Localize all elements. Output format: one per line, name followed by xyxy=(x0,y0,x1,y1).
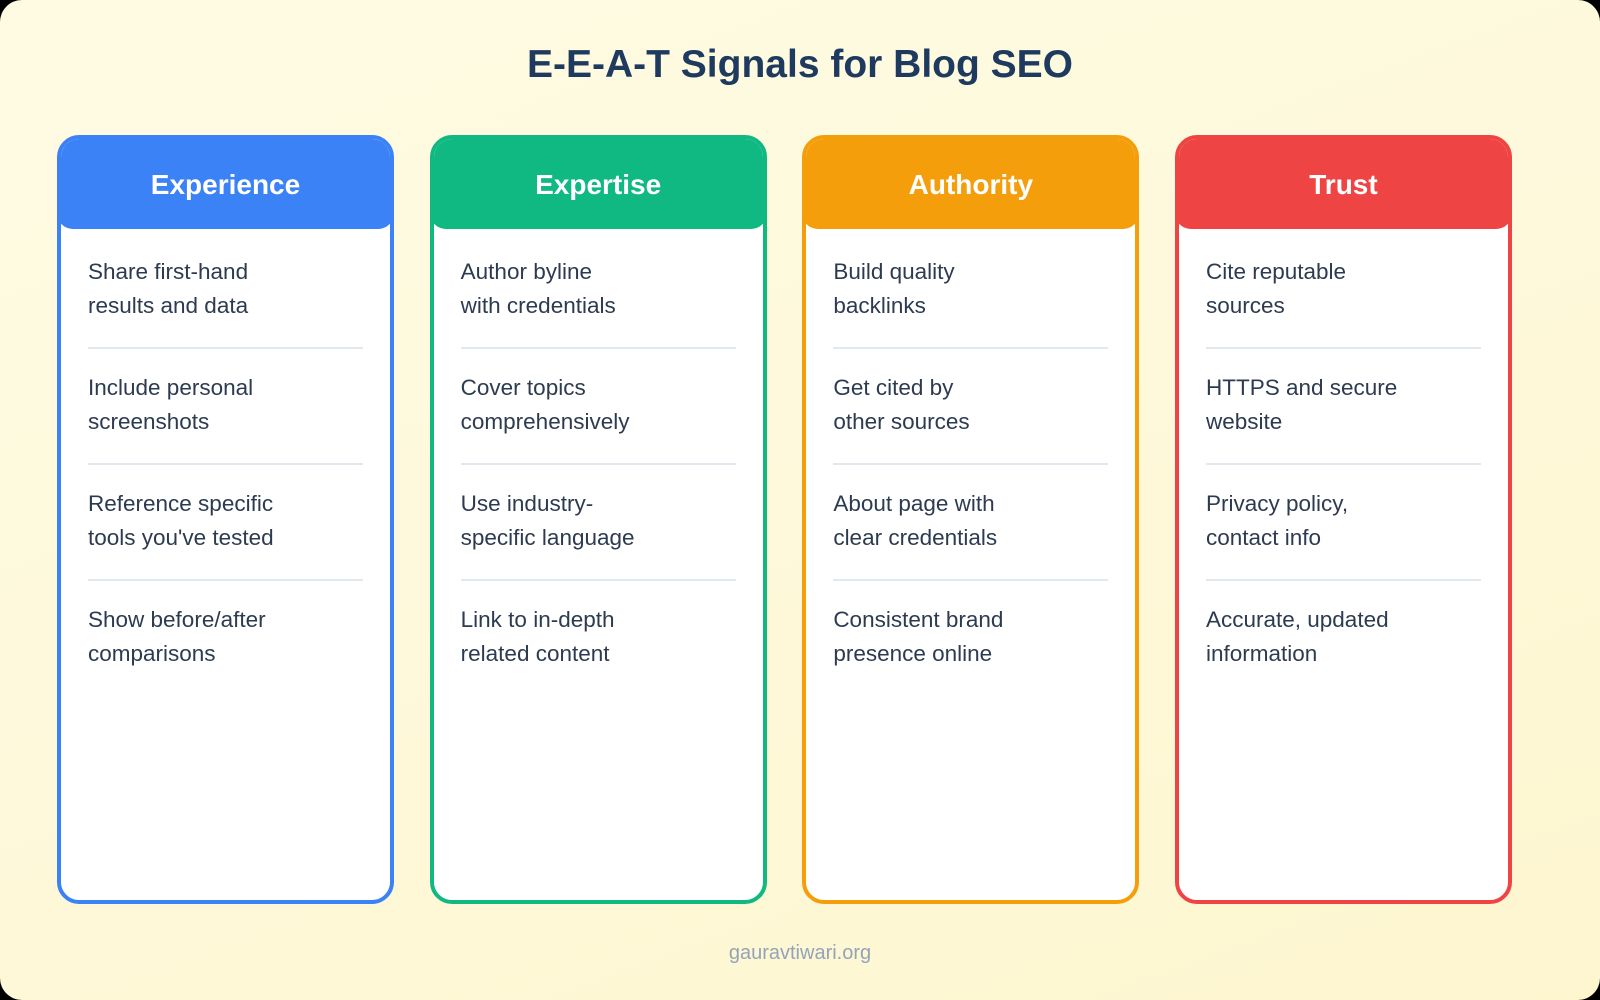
footer-attribution: gauravtiwari.org xyxy=(728,942,872,964)
item-text-line: specific language xyxy=(460,525,635,550)
item-text-line: Consistent brand xyxy=(833,607,1004,632)
item-text-line: website xyxy=(1205,409,1283,434)
list-item: Show before/after comparisons xyxy=(88,599,363,695)
item-text-line: comparisons xyxy=(88,641,216,666)
item-text-line: Build quality xyxy=(833,259,955,284)
item-text-line: backlinks xyxy=(833,293,926,318)
signal-list-trust: Cite reputable sources HTTPS and secure … xyxy=(1205,251,1481,713)
item-text-line: Show before/after xyxy=(88,607,266,632)
list-item: HTTPS and secure website xyxy=(1205,367,1481,465)
item-text-line: Accurate, updated xyxy=(1205,607,1389,632)
item-text-line: Get cited by xyxy=(833,375,954,400)
card-header-experience: Experience xyxy=(61,139,390,229)
item-text-line: Link to in-depth xyxy=(460,607,615,632)
list-item: Share first-hand results and data xyxy=(88,251,363,349)
item-text-line: information xyxy=(1205,641,1318,666)
item-text-line: with credentials xyxy=(460,293,616,318)
card-trust: Trust Cite reputable sources HTTPS and s… xyxy=(1174,135,1512,904)
item-text-line: Privacy policy, xyxy=(1205,491,1349,516)
signal-list-expertise: Author byline with credentials Cover top… xyxy=(460,251,736,713)
list-item: Build quality backlinks xyxy=(833,251,1109,349)
card-header-authority: Authority xyxy=(806,139,1136,229)
item-text-line: contact info xyxy=(1205,525,1322,550)
list-item: Use industry- specific language xyxy=(460,483,736,581)
list-item: Get cited by other sources xyxy=(833,367,1109,465)
item-text-line: comprehensively xyxy=(460,409,630,434)
item-text-line: screenshots xyxy=(88,409,210,434)
page-title: E-E-A-T Signals for Blog SEO xyxy=(526,43,1074,86)
list-item: Reference specific tools you've tested xyxy=(88,483,363,581)
item-text-line: results and data xyxy=(88,293,249,318)
item-text-line: Cover topics xyxy=(460,375,586,400)
item-text-line: other sources xyxy=(833,409,970,434)
item-text-line: Author byline xyxy=(460,259,592,284)
item-text-line: sources xyxy=(1205,293,1285,318)
list-item: Accurate, updated information xyxy=(1206,599,1481,695)
item-text-line: Cite reputable xyxy=(1205,259,1347,284)
card-header-trust: Trust xyxy=(1178,139,1508,229)
card-title-experience: Experience xyxy=(150,169,301,200)
signal-list-authority: Build quality backlinks Get cited by oth… xyxy=(833,251,1109,713)
card-expertise: Expertise Author byline with credentials… xyxy=(429,135,767,904)
card-authority: Authority Build quality backlinks Get ci… xyxy=(802,135,1140,904)
card-title-trust: Trust xyxy=(1309,169,1378,200)
item-text-line: tools you've tested xyxy=(88,525,274,550)
card-header-expertise: Expertise xyxy=(433,139,763,229)
list-item: Consistent brand presence online xyxy=(833,599,1108,695)
list-item: Cover topics comprehensively xyxy=(460,367,736,465)
list-item: Cite reputable sources xyxy=(1205,251,1481,349)
item-text-line: Reference specific xyxy=(88,491,274,516)
item-text-line: Use industry- xyxy=(460,491,594,516)
signal-list-experience: Share first-hand results and data Includ… xyxy=(88,251,363,713)
list-item: Author byline with credentials xyxy=(460,251,736,349)
item-text-line: related content xyxy=(460,641,610,666)
item-text-line: Include personal xyxy=(88,375,254,400)
item-text-line: HTTPS and secure xyxy=(1205,375,1398,400)
card-title-authority: Authority xyxy=(908,169,1034,200)
list-item: About page with clear credentials xyxy=(833,483,1109,581)
item-text-line: clear credentials xyxy=(833,525,998,550)
eeat-columns: Experience Share first-hand results and … xyxy=(57,135,1512,904)
card-title-expertise: Expertise xyxy=(535,169,662,200)
list-item: Include personal screenshots xyxy=(88,367,363,465)
list-item: Privacy policy, contact info xyxy=(1205,483,1481,581)
card-experience: Experience Share first-hand results and … xyxy=(57,135,394,904)
item-text-line: Share first-hand xyxy=(88,259,249,284)
list-item: Link to in-depth related content xyxy=(461,599,736,695)
item-text-line: About page with xyxy=(833,491,995,516)
item-text-line: presence online xyxy=(833,641,993,666)
